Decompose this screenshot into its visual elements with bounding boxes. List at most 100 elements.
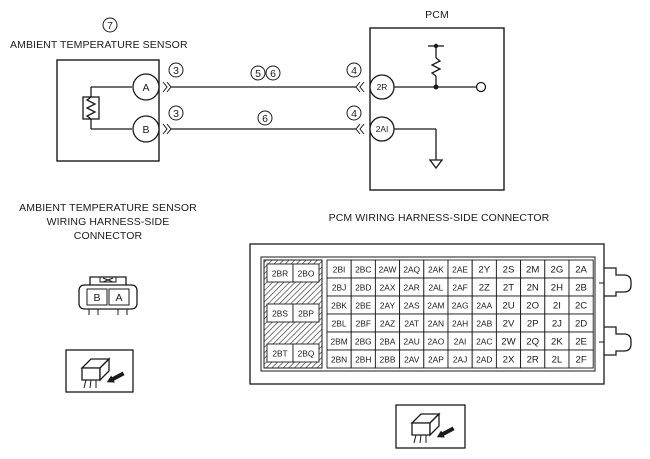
svg-text:2BI: 2BI: [333, 265, 346, 275]
svg-text:A: A: [142, 82, 149, 94]
svg-text:3: 3: [173, 65, 179, 77]
pcm-title: PCM: [425, 9, 449, 21]
pcm-pin-cell: 2K: [544, 331, 570, 351]
svg-text:2C: 2C: [575, 301, 587, 312]
pcm-pin-cell: 2AB: [471, 313, 497, 333]
svg-text:2AI: 2AI: [376, 124, 389, 134]
pcm-connector-ref-upper: 4: [346, 62, 362, 78]
pcm-pin-cell: 2AT: [399, 313, 425, 333]
svg-text:2AF: 2AF: [452, 283, 467, 293]
pcm-pin-cell: 2AD: [471, 349, 497, 369]
svg-text:2AW: 2AW: [379, 265, 397, 275]
svg-text:2AR: 2AR: [404, 283, 420, 293]
svg-text:2N: 2N: [527, 283, 539, 294]
thermistor-symbol: [82, 86, 132, 130]
wire-ref-lower-6: 6: [257, 110, 273, 126]
pcm-pin-cell: 2M: [520, 259, 546, 279]
sensor-ref-number: 7: [102, 17, 118, 33]
svg-text:2BL: 2BL: [332, 319, 347, 329]
svg-text:2BP: 2BP: [298, 309, 314, 319]
svg-text:2P: 2P: [527, 319, 539, 330]
svg-text:2AH: 2AH: [452, 319, 468, 329]
svg-text:2AJ: 2AJ: [453, 355, 467, 365]
pcm-pin-cell: 2AJ: [447, 349, 473, 369]
svg-text:2BF: 2BF: [356, 319, 371, 329]
sensor-connector-pin-b: B: [93, 292, 100, 304]
ground-icon: [394, 128, 444, 170]
pcm-pin-cell: 2BF: [350, 313, 376, 333]
pcm-pin-cell: 2AS: [399, 295, 425, 315]
svg-text:2X: 2X: [503, 355, 515, 366]
svg-text:2Y: 2Y: [478, 265, 490, 276]
svg-text:2BH: 2BH: [355, 355, 371, 365]
svg-text:2V: 2V: [503, 319, 515, 330]
svg-text:2L: 2L: [552, 355, 563, 366]
svg-text:2AG: 2AG: [452, 301, 469, 311]
svg-text:2AX: 2AX: [380, 283, 396, 293]
svg-text:4: 4: [351, 65, 357, 77]
sensor-connector-ref-upper: 3: [168, 62, 184, 78]
svg-text:2BA: 2BA: [380, 337, 396, 347]
pcm-pin-cell: 2AF: [447, 277, 473, 297]
pcm-pin-cell: 2Q: [520, 331, 546, 351]
svg-text:4: 4: [351, 108, 357, 120]
pcm-connector-ref-lower: 4: [346, 105, 362, 121]
pcm-pin-cell: 2BP: [292, 303, 320, 323]
pcm-pin-cell: 2T: [495, 277, 522, 297]
sensor-connector-title-line1: AMBIENT TEMPERATURE SENSOR: [19, 202, 197, 214]
svg-text:2BC: 2BC: [355, 265, 371, 275]
pcm-pullup-circuit: [394, 43, 487, 93]
pcm-pin-cell: 2BG: [350, 331, 376, 351]
pcm-pin-cell: 2BC: [350, 259, 376, 279]
pcm-connector-chevrons: [355, 81, 365, 135]
pcm-pin-cell: 2BS: [266, 303, 294, 323]
svg-text:2BS: 2BS: [272, 309, 288, 319]
pcm-pin-cell: 2AR: [399, 277, 425, 297]
pcm-pin-2r: 2R: [369, 74, 395, 100]
pcm-pin-cell: 2AI: [447, 331, 473, 351]
svg-text:2BJ: 2BJ: [332, 283, 346, 293]
svg-text:2AM: 2AM: [427, 301, 444, 311]
pcm-pin-cell: 2C: [568, 295, 594, 315]
svg-text:2AY: 2AY: [380, 301, 396, 311]
svg-text:2AQ: 2AQ: [403, 265, 420, 275]
pcm-pin-cell: 2S: [495, 259, 522, 279]
wire-ref-upper-5: 5: [250, 65, 266, 81]
pcm-pin-cell: 2O: [520, 295, 546, 315]
svg-text:2BR: 2BR: [272, 269, 288, 279]
pcm-pin-cell: 2BM: [326, 331, 352, 351]
svg-text:2BT: 2BT: [272, 349, 287, 359]
svg-text:2BQ: 2BQ: [298, 349, 315, 359]
svg-text:B: B: [142, 124, 149, 136]
pcm-pin-cell: 2AG: [447, 295, 473, 315]
pcm-pin-cell: 2BD: [350, 277, 376, 297]
svg-text:2U: 2U: [502, 301, 514, 312]
pcm-pin-cell: 2U: [495, 295, 522, 315]
pcm-pin-cell: 2BB: [374, 349, 401, 369]
pcm-pin-cell: 2V: [495, 313, 522, 333]
svg-text:2M: 2M: [526, 265, 539, 276]
sensor-title: AMBIENT TEMPERATURE SENSOR: [10, 39, 188, 51]
svg-text:3: 3: [173, 108, 179, 120]
svg-text:2BE: 2BE: [355, 301, 371, 311]
pcm-pin-cell: 2E: [568, 331, 594, 351]
pcm-pin-cell: 2W: [495, 331, 522, 351]
pcm-pin-cell: 2AP: [423, 349, 449, 369]
pcm-pin-cell: 2AW: [374, 259, 401, 279]
pcm-pin-cell: 2AO: [423, 331, 449, 351]
svg-text:2R: 2R: [377, 82, 388, 92]
svg-text:6: 6: [270, 68, 276, 80]
pcm-pin-cell: 2BK: [326, 295, 352, 315]
pcm-connector-title: PCM WIRING HARNESS-SIDE CONNECTOR: [329, 212, 550, 224]
pcm-pin-cell: 2R: [520, 349, 546, 369]
svg-text:2D: 2D: [575, 319, 587, 330]
pcm-pin-cell: 2AV: [399, 349, 425, 369]
pcm-pin-cell: 2F: [568, 349, 594, 369]
pcm-pin-cell: 2BT: [266, 343, 294, 363]
pcm-pin-cell: 2AQ: [399, 259, 425, 279]
svg-text:2K: 2K: [551, 337, 563, 348]
svg-text:2F: 2F: [575, 355, 586, 366]
svg-text:2AD: 2AD: [476, 355, 492, 365]
